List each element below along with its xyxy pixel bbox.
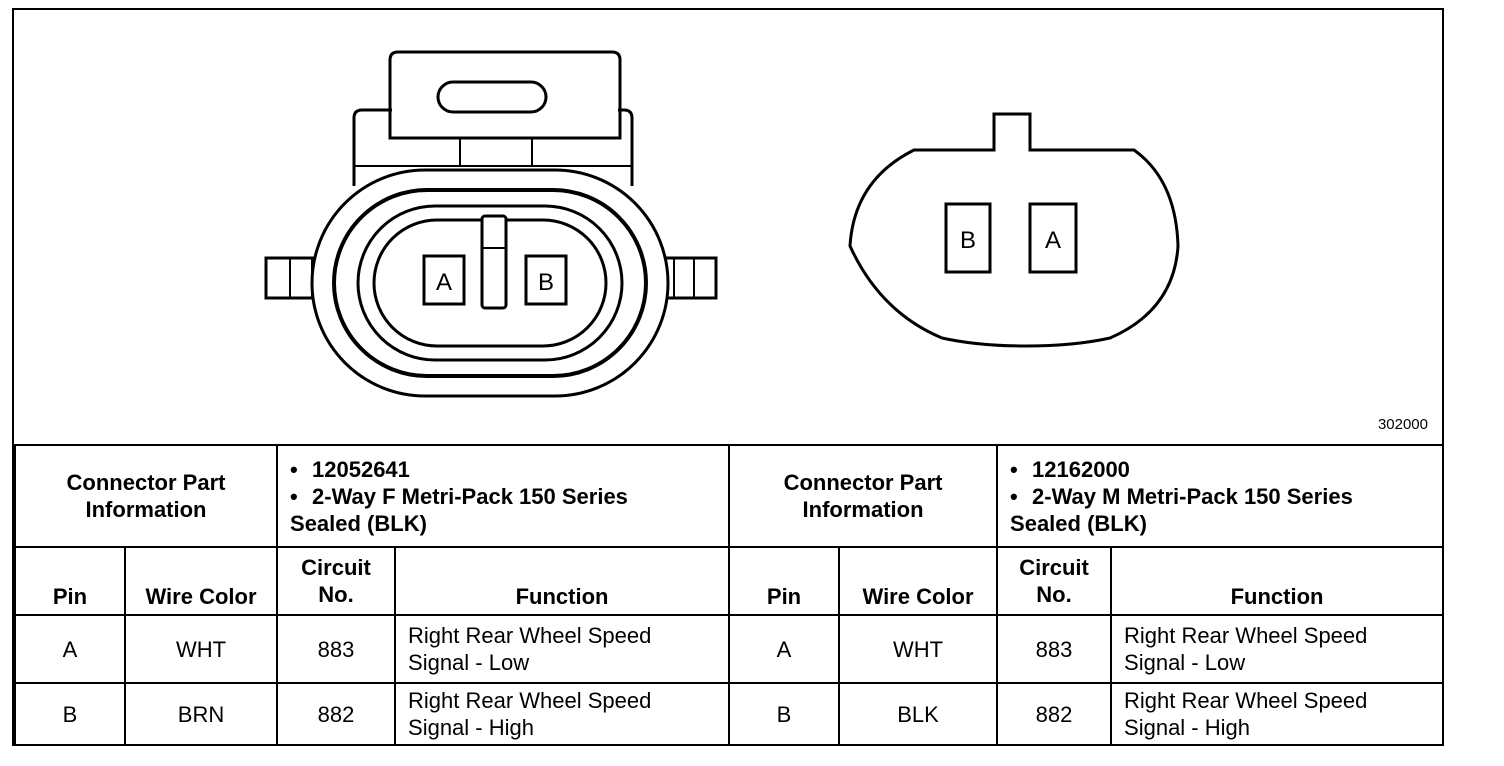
wire-color-cell: BLK xyxy=(838,682,999,746)
male-connector xyxy=(848,112,1180,348)
pin-box-a xyxy=(1028,202,1078,274)
part-number: 12162000 xyxy=(1032,456,1130,482)
connector-info-label: Connector Part Information xyxy=(728,444,999,548)
connector-description-cont: Sealed (BLK) xyxy=(1010,510,1147,536)
circuit-cell: 883 xyxy=(996,614,1113,684)
pin-cell: A xyxy=(728,614,841,684)
circuit-cell: 883 xyxy=(276,614,397,684)
latch-slot xyxy=(436,80,548,114)
pin-cell: A xyxy=(14,614,126,684)
wire-color-header: Wire Color xyxy=(838,546,999,616)
pin-cell: B xyxy=(14,682,126,746)
latch-base xyxy=(352,108,634,186)
pin-label: A xyxy=(1045,227,1061,254)
pin-box-b xyxy=(944,202,992,274)
connector-info: •12162000 •2-Way M Metri-Pack 150 Series… xyxy=(996,444,1445,548)
pin-header: Pin xyxy=(14,546,126,616)
pin-cell: B xyxy=(728,682,841,746)
pin-box-a xyxy=(422,254,466,306)
pin-label: B xyxy=(960,227,976,254)
part-number: 12052641 xyxy=(312,456,410,482)
connector-diagram: A B B A xyxy=(264,50,1180,398)
function-header: Function xyxy=(394,546,731,616)
function-header: Function xyxy=(1110,546,1445,616)
pin-header: Pin xyxy=(728,546,841,616)
male-housing xyxy=(848,112,1180,348)
wire-color-cell: WHT xyxy=(838,614,999,684)
female-connector xyxy=(264,50,718,398)
circuit-cell: 882 xyxy=(996,682,1113,746)
polarizing-key xyxy=(480,214,508,310)
pinout-table: Connector Part Information •12052641 •2-… xyxy=(13,444,1445,746)
wire-color-cell: WHT xyxy=(123,614,279,684)
connector-info-row: Connector Part Information •12052641 •2-… xyxy=(13,444,1445,548)
connector-sheet: A B B A 302000 Connector Part Informatio… xyxy=(12,8,1445,746)
connector-info: •12052641 •2-Way F Metri-Pack 150 Series… xyxy=(276,444,731,548)
wire-color-cell: BRN xyxy=(123,682,279,746)
circuit-cell: 882 xyxy=(276,682,397,746)
pin-label: B xyxy=(538,269,554,296)
pin-box-b xyxy=(524,254,568,306)
connector-description-cont: Sealed (BLK) xyxy=(290,510,427,536)
wire-color-header: Wire Color xyxy=(123,546,279,616)
connector-description: 2-Way M Metri-Pack 150 Series xyxy=(1032,483,1353,509)
connector-description: 2-Way F Metri-Pack 150 Series xyxy=(312,483,628,509)
connector-info-label: Connector Part Information xyxy=(13,444,279,548)
figure-id: 302000 xyxy=(1377,416,1428,433)
pin-label: A xyxy=(436,269,452,296)
